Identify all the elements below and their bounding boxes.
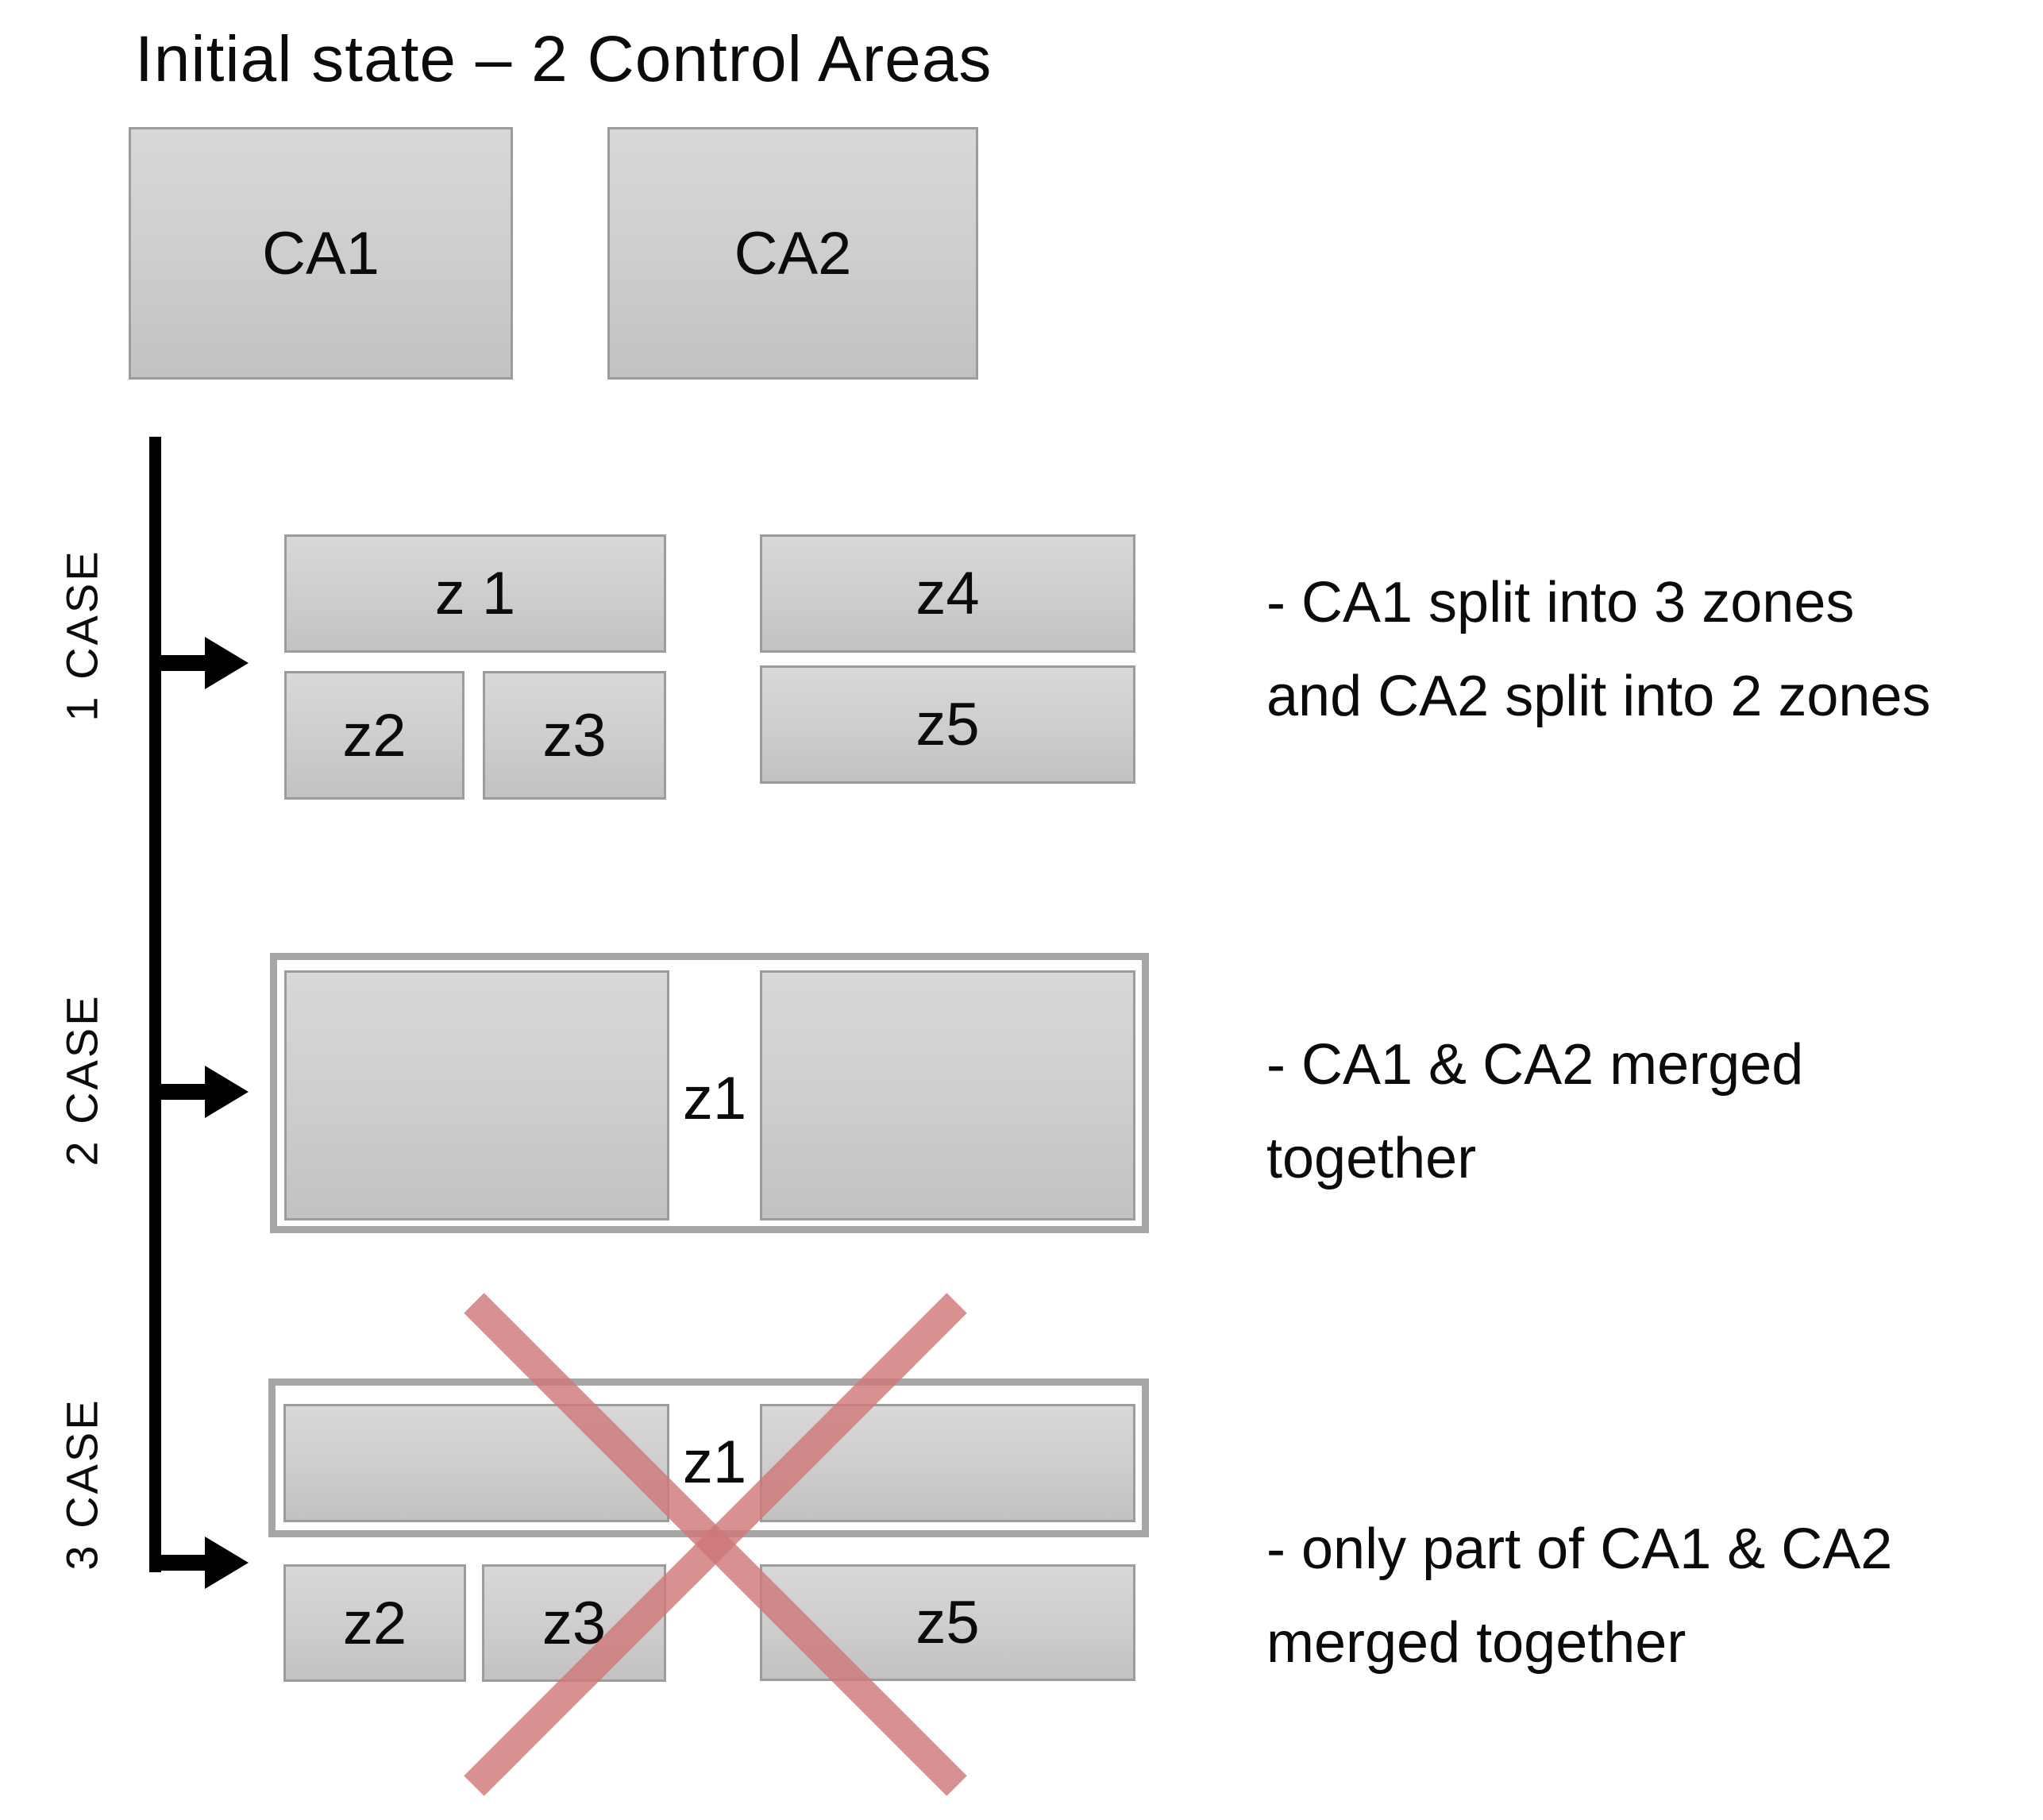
case1-zone-z5-box: z5: [760, 665, 1135, 784]
control-area-ca1-box: CA1: [129, 127, 513, 380]
case1-zone-z3-label: z3: [542, 701, 607, 769]
case3-zone-z2-label: z2: [342, 1589, 407, 1657]
case1-zone-z4-label: z4: [915, 560, 980, 627]
case1-zone-z2-box: z2: [284, 671, 464, 800]
case2-arrowhead-icon: [205, 1066, 249, 1118]
case1-zone-z3-box: z3: [483, 671, 666, 800]
case1-annotation: - CA1 split into 3 zones and CA2 split i…: [1266, 556, 2043, 743]
case3-arrowhead-icon: [205, 1537, 249, 1589]
case2-merged-left-box: [284, 970, 669, 1220]
case2-merged-right-box: [760, 970, 1135, 1220]
timeline-line: [149, 437, 161, 1572]
case2-annotation-line1: - CA1 & CA2 merged: [1266, 1033, 1804, 1097]
case1-side-label: 1 CASE: [56, 549, 107, 722]
case1-zone-z1-box: z 1: [284, 534, 666, 653]
case1-zone-z2-label: z2: [342, 701, 407, 769]
page-title: Initial state – 2 Control Areas: [135, 23, 993, 95]
case3-annotation: - only part of CA1 & CA2 merged together: [1266, 1502, 2043, 1690]
case2-side-label: 2 CASE: [56, 993, 107, 1166]
case2-annotation-line2: together: [1266, 1127, 1477, 1190]
case3-arrow-icon: [151, 1555, 206, 1571]
control-area-ca2-label: CA2: [734, 219, 852, 287]
case1-zone-z4-box: z4: [760, 534, 1135, 653]
case2-arrow-icon: [159, 1084, 206, 1100]
case1-annotation-line1: - CA1 split into 3 zones: [1266, 571, 1855, 634]
control-area-ca2-box: CA2: [607, 127, 978, 380]
case3-annotation-line1: - only part of CA1 & CA2: [1266, 1517, 1893, 1581]
case2-zone-z1-label: z1: [682, 1065, 747, 1132]
case2-annotation: - CA1 & CA2 merged together: [1266, 1018, 2043, 1205]
control-area-ca1-label: CA1: [262, 219, 380, 287]
case3-zone-z5-label: z5: [915, 1589, 980, 1656]
case3-side-label: 3 CASE: [56, 1398, 107, 1571]
case1-zone-z5-label: z5: [915, 691, 980, 758]
case1-arrowhead-icon: [205, 637, 249, 689]
case1-annotation-line2: and CA2 split into 2 zones: [1266, 665, 1931, 728]
case1-arrow-icon: [159, 655, 206, 671]
case3-zone-z2-box: z2: [283, 1564, 466, 1682]
case3-zone-z1-label: z1: [682, 1429, 747, 1496]
case1-zone-z1-label: z 1: [434, 560, 516, 627]
case3-annotation-line2: merged together: [1266, 1611, 1686, 1675]
